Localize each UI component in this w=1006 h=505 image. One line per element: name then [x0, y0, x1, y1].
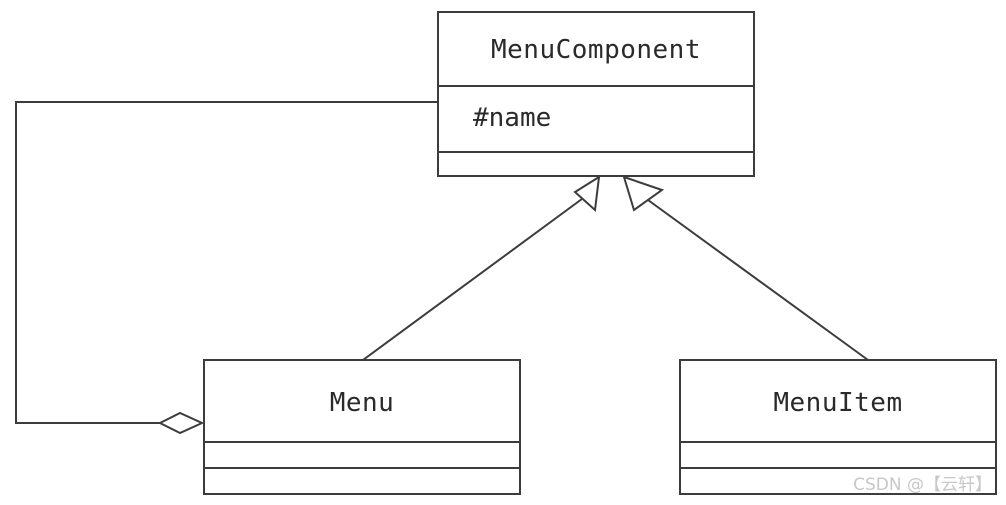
class-menuitem-name: MenuItem — [773, 388, 903, 418]
class-menu-divider-1 — [205, 441, 519, 443]
class-menucomponent-name: MenuComponent — [491, 35, 701, 65]
generalization-line-menuitem — [647, 199, 869, 361]
class-menuitem-divider-2 — [681, 467, 995, 469]
class-menu-name: Menu — [329, 388, 395, 418]
class-menucomponent-attribute-name: #name — [473, 103, 552, 133]
generalization-menuitem-to-menucomponent — [622, 175, 869, 361]
generalization-arrowhead-menu — [573, 175, 601, 213]
generalization-line-menu — [362, 195, 587, 361]
aggregation-line — [15, 101, 438, 424]
class-menu-divider-2 — [205, 467, 519, 469]
class-menu[interactable]: Menu — [203, 359, 521, 495]
aggregation-menucomponent-to-menu — [15, 101, 438, 435]
class-menuitem-divider-1 — [681, 441, 995, 443]
class-menucomponent-divider-2 — [439, 151, 753, 153]
class-menuitem[interactable]: MenuItem — [679, 359, 997, 495]
class-menucomponent[interactable]: MenuComponent #name — [437, 11, 755, 177]
csdn-watermark: CSDN @【云轩】 — [853, 475, 992, 495]
generalization-arrowhead-menuitem — [622, 175, 665, 212]
generalization-menu-to-menucomponent — [362, 175, 601, 361]
aggregation-diamond-icon — [157, 411, 205, 435]
class-menucomponent-divider-1 — [439, 85, 753, 87]
